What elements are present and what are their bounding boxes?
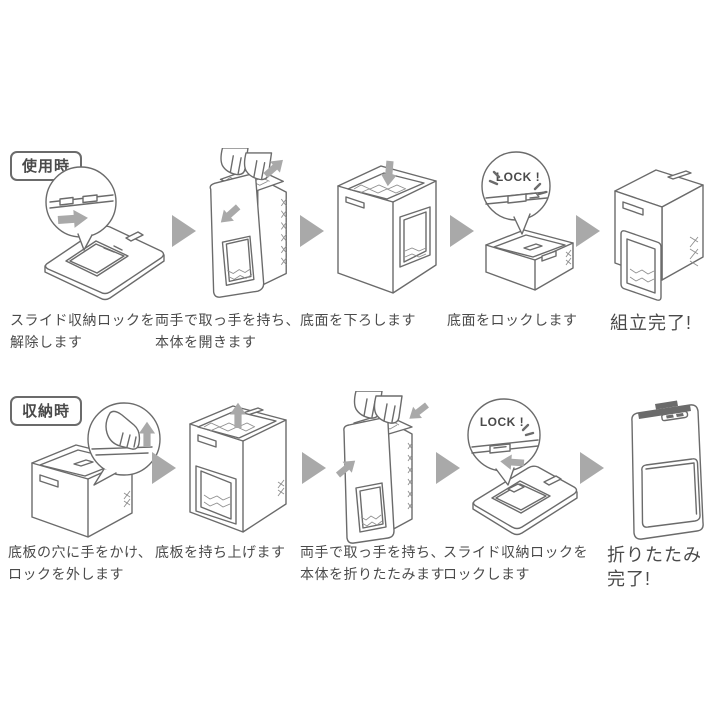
next-step-arrow [580,452,604,484]
up-arrow [138,421,156,447]
fold-body-hands-icon [335,391,429,544]
lock-bottom-icon: LOCK ! [481,151,574,291]
step-caption: 底板の穴に手をかけ、ロックを外します [8,544,153,582]
open-direction-arrow [220,204,241,223]
next-step-arrow [152,452,176,484]
magnifier-circle [481,151,551,221]
step-caption-complete: 組立完了! [610,313,693,333]
lift-bottom-icon [189,402,287,533]
folded-panel-icon [631,400,704,540]
next-step-arrow [302,452,326,484]
illustration-use-step2 [194,148,299,300]
illustration-store-step2 [178,394,293,546]
lock-label: LOCK ! [496,170,540,184]
slide-right-arrow [57,209,88,228]
next-step-arrow [300,215,324,247]
fold-direction-arrow [409,402,429,419]
illustration-store-step1 [24,397,164,547]
assembled-box-icon [614,169,704,301]
row-label-store: 収納時 [10,396,83,426]
hand-icon [220,148,249,176]
lower-bottom-icon [337,160,437,294]
step-caption-complete: 折りたたみ完了! [607,545,702,589]
hand-release-icon [31,402,161,538]
next-step-arrow [576,215,600,247]
slide-lock-icon: LOCK ! [467,398,578,536]
illustration-store-step4: LOCK ! [452,397,582,539]
next-step-arrow [450,215,474,247]
row-label-use: 使用時 [10,151,83,181]
illustration-use-step1 [26,162,176,302]
down-arrow [380,160,397,187]
next-step-arrow [436,452,460,484]
illustration-store-step5 [610,397,710,547]
hand-icon [105,410,141,450]
illustration-use-step5 [602,157,712,307]
up-arrow [229,402,247,428]
illustration-use-step4: LOCK ! [476,148,581,303]
folded-panel-unlock-icon [44,166,165,301]
step-caption: 底板を持ち上げます [155,544,286,560]
step-caption: 両手で取っ手を持ち、本体を折りたたみます [300,544,445,582]
lock-label: LOCK ! [480,415,524,429]
step-caption: スライド収納ロックをロックします [443,544,588,582]
step-caption: 底面をロックします [447,312,578,328]
slide-left-arrow [500,454,525,470]
illustration-use-step3 [324,155,449,302]
illustration-store-step3 [330,391,430,547]
hand-icon [373,395,403,424]
step-caption: スライド収納ロックを解除します [10,312,155,350]
fold-direction-arrow [335,460,356,478]
open-body-hands-icon [209,148,287,298]
step-caption: 両手で取っ手を持ち、本体を開きます [155,312,300,350]
next-step-arrow [172,215,196,247]
step-caption: 底面を下ろします [300,312,416,328]
open-direction-arrow [263,159,283,178]
